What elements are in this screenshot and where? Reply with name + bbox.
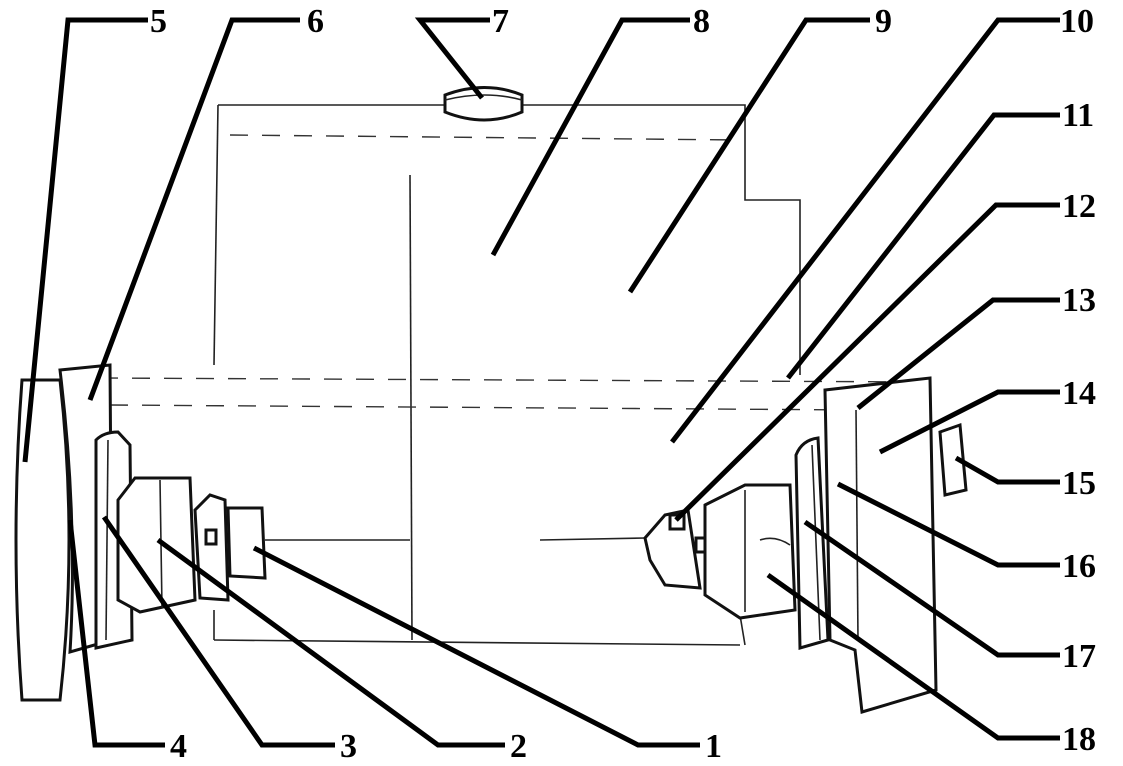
main-housing xyxy=(99,104,931,646)
label-17: 17 xyxy=(1062,638,1096,675)
label-10: 10 xyxy=(1060,3,1094,40)
label-18: 18 xyxy=(1062,721,1096,758)
leaders xyxy=(22,17,1060,748)
label-6: 6 xyxy=(307,3,324,40)
label-2: 2 xyxy=(510,728,527,765)
label-13: 13 xyxy=(1062,282,1096,319)
right-end-assembly xyxy=(539,376,968,714)
label-15: 15 xyxy=(1062,465,1096,502)
label-5: 5 xyxy=(150,3,167,40)
label-12: 12 xyxy=(1062,188,1096,225)
part-labels: 5 6 7 8 9 10 11 12 13 14 15 16 17 18 4 3… xyxy=(150,3,1096,765)
left-end-assembly xyxy=(14,363,410,702)
label-9: 9 xyxy=(875,3,892,40)
top-cap xyxy=(443,86,524,122)
label-14: 14 xyxy=(1062,375,1096,412)
label-8: 8 xyxy=(693,3,710,40)
label-16: 16 xyxy=(1062,548,1096,585)
label-4: 4 xyxy=(170,728,187,765)
label-3: 3 xyxy=(340,728,357,765)
label-1: 1 xyxy=(705,728,722,765)
label-7: 7 xyxy=(492,3,509,40)
label-11: 11 xyxy=(1062,97,1094,134)
